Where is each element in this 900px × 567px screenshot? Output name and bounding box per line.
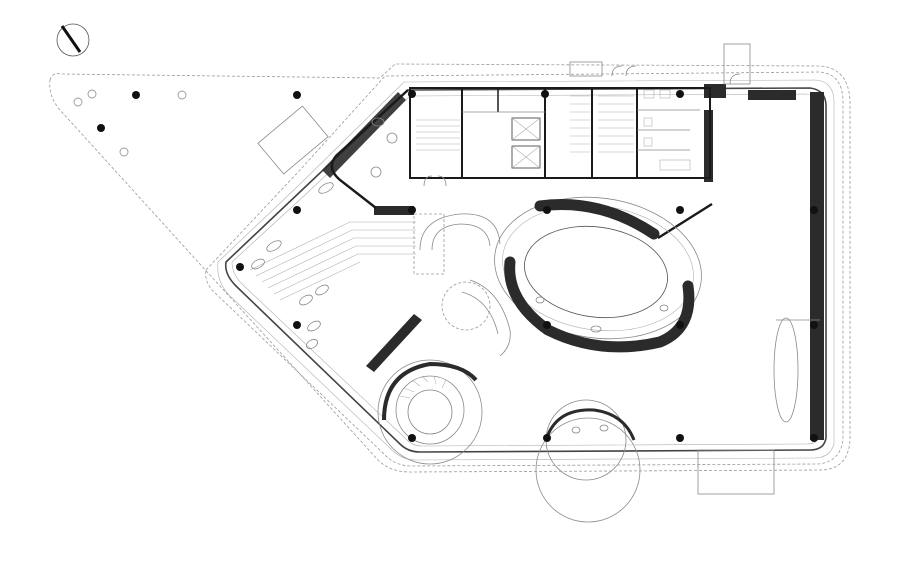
- round-pavilion-bottom: [535, 399, 641, 523]
- structural-columns: [73, 89, 818, 442]
- terrace-edge: [205, 71, 844, 467]
- restroom-fixtures: [643, 89, 691, 171]
- landscape-lines: [249, 221, 416, 301]
- spiral-staircase: [413, 213, 511, 357]
- service-core: [409, 87, 711, 179]
- core-diagonal-wall: [657, 202, 713, 240]
- lobby-wall: [330, 89, 409, 209]
- doors: [423, 43, 751, 187]
- display-pod: [773, 317, 799, 423]
- entry-vestibule: [257, 105, 329, 175]
- outer-facade: [217, 79, 835, 461]
- site-boundary: [49, 63, 851, 473]
- north-arrow-icon: [56, 23, 90, 57]
- entrance-canopy: [697, 449, 775, 495]
- building-outline: [224, 87, 827, 453]
- structural-walls: [322, 84, 824, 440]
- planters: [251, 117, 398, 349]
- round-pavilion-left: [377, 359, 483, 465]
